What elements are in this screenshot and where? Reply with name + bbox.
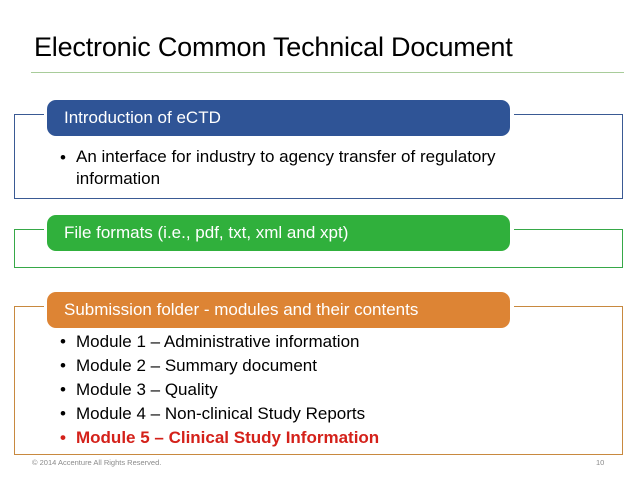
- footer-page-number: 10: [596, 458, 605, 467]
- list-item: • Module 4 – Non-clinical Study Reports: [58, 402, 578, 425]
- list-item: • An interface for industry to agency tr…: [58, 146, 578, 190]
- bullet-icon: •: [60, 332, 66, 351]
- bullet-icon: •: [60, 148, 66, 167]
- list-item-highlighted: • Module 5 – Clinical Study Information: [58, 426, 578, 449]
- list-item: • Module 3 – Quality: [58, 378, 578, 401]
- list-item-label: Module 2 – Summary document: [76, 356, 317, 375]
- page-title: Electronic Common Technical Document: [34, 32, 513, 62]
- list-item-label: Module 4 – Non-clinical Study Reports: [76, 404, 366, 423]
- section-submission-header: Submission folder - modules and their co…: [47, 292, 510, 328]
- list-item-label: Module 3 – Quality: [76, 380, 218, 399]
- section-fileformats: File formats (i.e., pdf, txt, xml and xp…: [14, 215, 623, 268]
- list-item-label: Module 1 – Administrative information: [76, 332, 360, 351]
- section-intro-header: Introduction of eCTD: [47, 100, 510, 136]
- section-fileformats-header: File formats (i.e., pdf, txt, xml and xp…: [47, 215, 510, 251]
- list-item: • Module 2 – Summary document: [58, 354, 578, 377]
- section-intro: Introduction of eCTD • An interface for …: [14, 100, 623, 199]
- title-divider: [31, 72, 624, 73]
- section-intro-bullet-list: • An interface for industry to agency tr…: [58, 146, 578, 190]
- list-item-label: Module 5 – Clinical Study Information: [76, 428, 380, 447]
- section-submission: Submission folder - modules and their co…: [14, 292, 623, 455]
- list-item-label: An interface for industry to agency tran…: [76, 147, 496, 188]
- bullet-icon: •: [60, 356, 66, 375]
- bullet-icon: •: [60, 428, 66, 447]
- list-item: • Module 1 – Administrative information: [58, 330, 578, 353]
- bullet-icon: •: [60, 380, 66, 399]
- footer-copyright: © 2014 Accenture All Rights Reserved.: [32, 458, 162, 467]
- section-submission-bullet-list: • Module 1 – Administrative information …: [58, 330, 578, 450]
- bullet-icon: •: [60, 404, 66, 423]
